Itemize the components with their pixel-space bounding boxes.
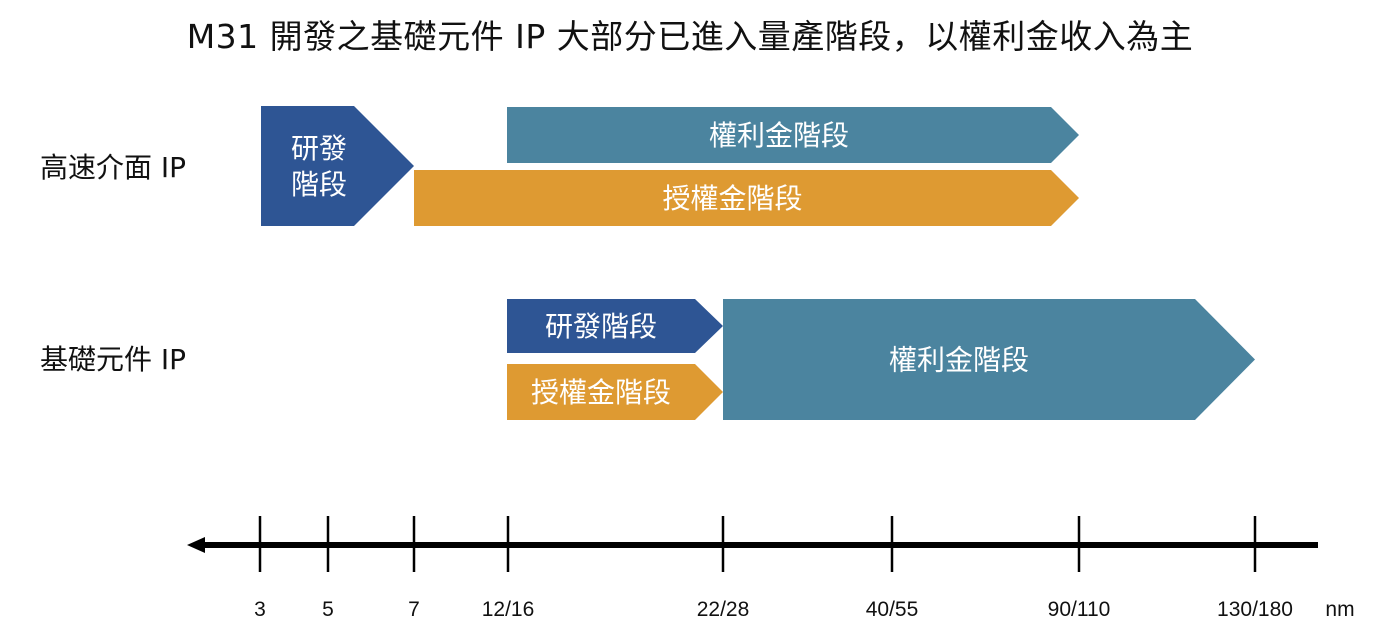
phase-label-royalty-row1: 權利金階段 bbox=[709, 119, 849, 152]
phase-label-license-row1: 授權金階段 bbox=[662, 182, 802, 215]
axis-tick-label: 5 bbox=[322, 598, 334, 621]
axis-tick-label: 3 bbox=[254, 598, 266, 621]
phase-label-rd-row2: 研發階段 bbox=[545, 310, 657, 343]
axis-unit-label: nm bbox=[1325, 598, 1354, 621]
axis-tick-label: 12/16 bbox=[482, 598, 535, 621]
phase-label-royalty-row2: 權利金階段 bbox=[889, 344, 1029, 377]
phase-arrow-rd-row1 bbox=[261, 106, 414, 226]
phase-label-license-row2: 授權金階段 bbox=[531, 376, 671, 409]
axis-tick-label: 40/55 bbox=[866, 598, 919, 621]
phase-arrow-royalty-row1 bbox=[507, 107, 1079, 163]
phase-arrow-rd-row2 bbox=[507, 299, 723, 353]
phase-arrow-royalty-row2 bbox=[723, 299, 1255, 420]
phase-label-rd-row1: 階段 bbox=[291, 168, 347, 201]
phase-label-rd-row1: 研發 bbox=[291, 132, 347, 165]
row-label-foundation-ip: 基礎元件 IP bbox=[40, 343, 187, 376]
diagram-title: M31 開發之基礎元件 IP 大部分已進入量產階段，以權利金收入為主 bbox=[186, 17, 1194, 56]
axis-tick-label: 90/110 bbox=[1048, 598, 1111, 621]
row-label-high-speed-interface-ip: 高速介面 IP bbox=[40, 151, 187, 184]
axis-tick-label: 22/28 bbox=[697, 598, 750, 621]
phase-arrow-license-row2 bbox=[507, 364, 723, 420]
axis-tick-label: 7 bbox=[408, 598, 420, 621]
axis-tick-label: 130/180 bbox=[1217, 598, 1293, 621]
phase-arrow-license-row1 bbox=[414, 170, 1079, 226]
axis-arrow-left-icon bbox=[187, 537, 205, 553]
